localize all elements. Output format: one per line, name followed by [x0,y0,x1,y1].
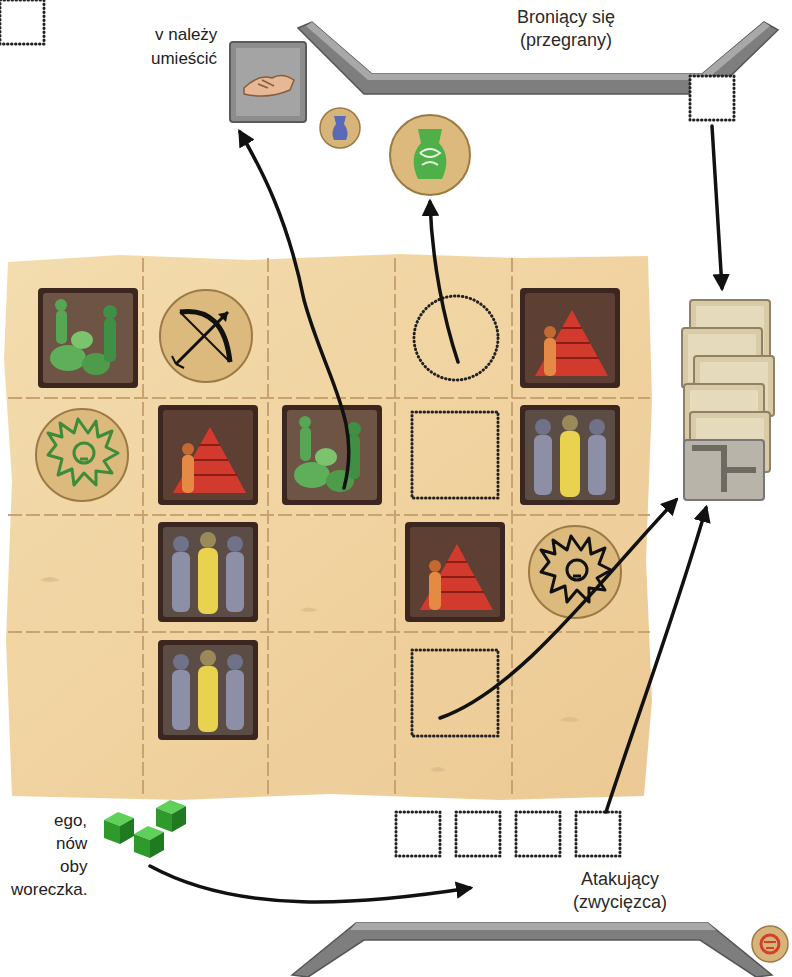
treaty-tile [230,42,306,122]
player-label: Atakujący (zwycięzca) [557,868,683,914]
player-area: Atakujący (zwycięzca) [553,866,687,916]
green-cubes [104,800,186,858]
text-fragment: nów [56,833,87,855]
text-fragment: umieścić [151,48,217,70]
leader-tokens [36,108,788,962]
move-arrows [150,126,722,902]
tile-stack [682,300,774,500]
kingdom-walls [292,22,778,977]
text-fragment: ego, [54,810,87,832]
empty-spots [0,0,734,856]
player-area: Broniący się (przegrany) [499,4,633,54]
text-fragment: oby [60,856,87,878]
text-fragment: woreczka. [11,879,88,901]
text-fragment: v należy [155,24,217,46]
board-tiles [38,288,620,740]
player-label: Broniący się (przegrany) [503,6,629,52]
game-board [4,254,652,800]
